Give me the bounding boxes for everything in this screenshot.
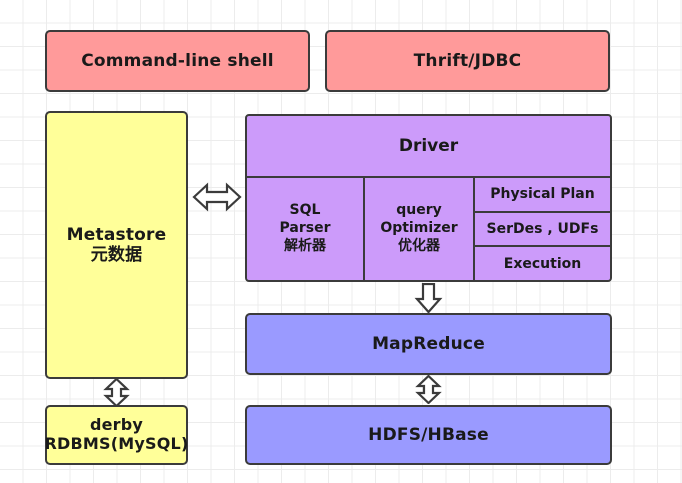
node-label: HDFS/HBase <box>368 424 489 445</box>
node-hdfs-hbase[interactable]: HDFS/HBase <box>245 405 612 465</box>
node-execution[interactable]: Execution <box>503 255 582 272</box>
node-sql-parser[interactable]: SQL Parser 解析器 <box>247 178 365 280</box>
sql-parser-line-3: 解析器 <box>284 237 326 254</box>
node-query-optimizer[interactable]: query Optimizer 优化器 <box>365 178 475 280</box>
query-optimizer-line-3: 优化器 <box>398 237 440 254</box>
node-derby-rdbms[interactable]: derby RDBMS(MySQL) <box>45 405 188 465</box>
metastore-label-cn: 元数据 <box>90 245 143 265</box>
node-driver[interactable]: Driver SQL Parser 解析器 query Optimizer 优化… <box>245 114 612 282</box>
down-arrow-icon <box>412 283 445 313</box>
derby-line-2: RDBMS(MySQL) <box>44 434 189 453</box>
double-vertical-arrow-icon <box>100 378 133 407</box>
node-metastore[interactable]: Metastore 元数据 <box>45 111 188 379</box>
node-label: MapReduce <box>372 333 485 354</box>
node-label: Thrift/JDBC <box>413 50 522 71</box>
node-label: Command-line shell <box>81 50 274 71</box>
derby-line-1: derby <box>89 415 144 435</box>
driver-body: SQL Parser 解析器 query Optimizer 优化器 Physi… <box>247 178 610 280</box>
sql-parser-line-1: SQL <box>289 202 321 219</box>
driver-title: Driver <box>247 116 610 178</box>
driver-stack: Physical Plan SerDes , UDFs Execution <box>475 178 610 280</box>
node-thrift-jdbc[interactable]: Thrift/JDBC <box>325 30 610 92</box>
node-serdes-udfs[interactable]: SerDes , UDFs <box>475 213 610 248</box>
double-vertical-arrow-icon <box>412 375 445 404</box>
node-command-line-shell[interactable]: Command-line shell <box>45 30 310 92</box>
query-optimizer-line-1: query <box>396 202 442 219</box>
query-optimizer-line-2: Optimizer <box>380 220 458 237</box>
node-physical-plan[interactable]: Physical Plan <box>475 178 610 213</box>
sql-parser-line-2: Parser <box>279 220 331 237</box>
double-horizontal-arrow-icon <box>192 180 242 214</box>
metastore-label-en: Metastore <box>66 224 167 245</box>
node-mapreduce[interactable]: MapReduce <box>245 313 612 375</box>
